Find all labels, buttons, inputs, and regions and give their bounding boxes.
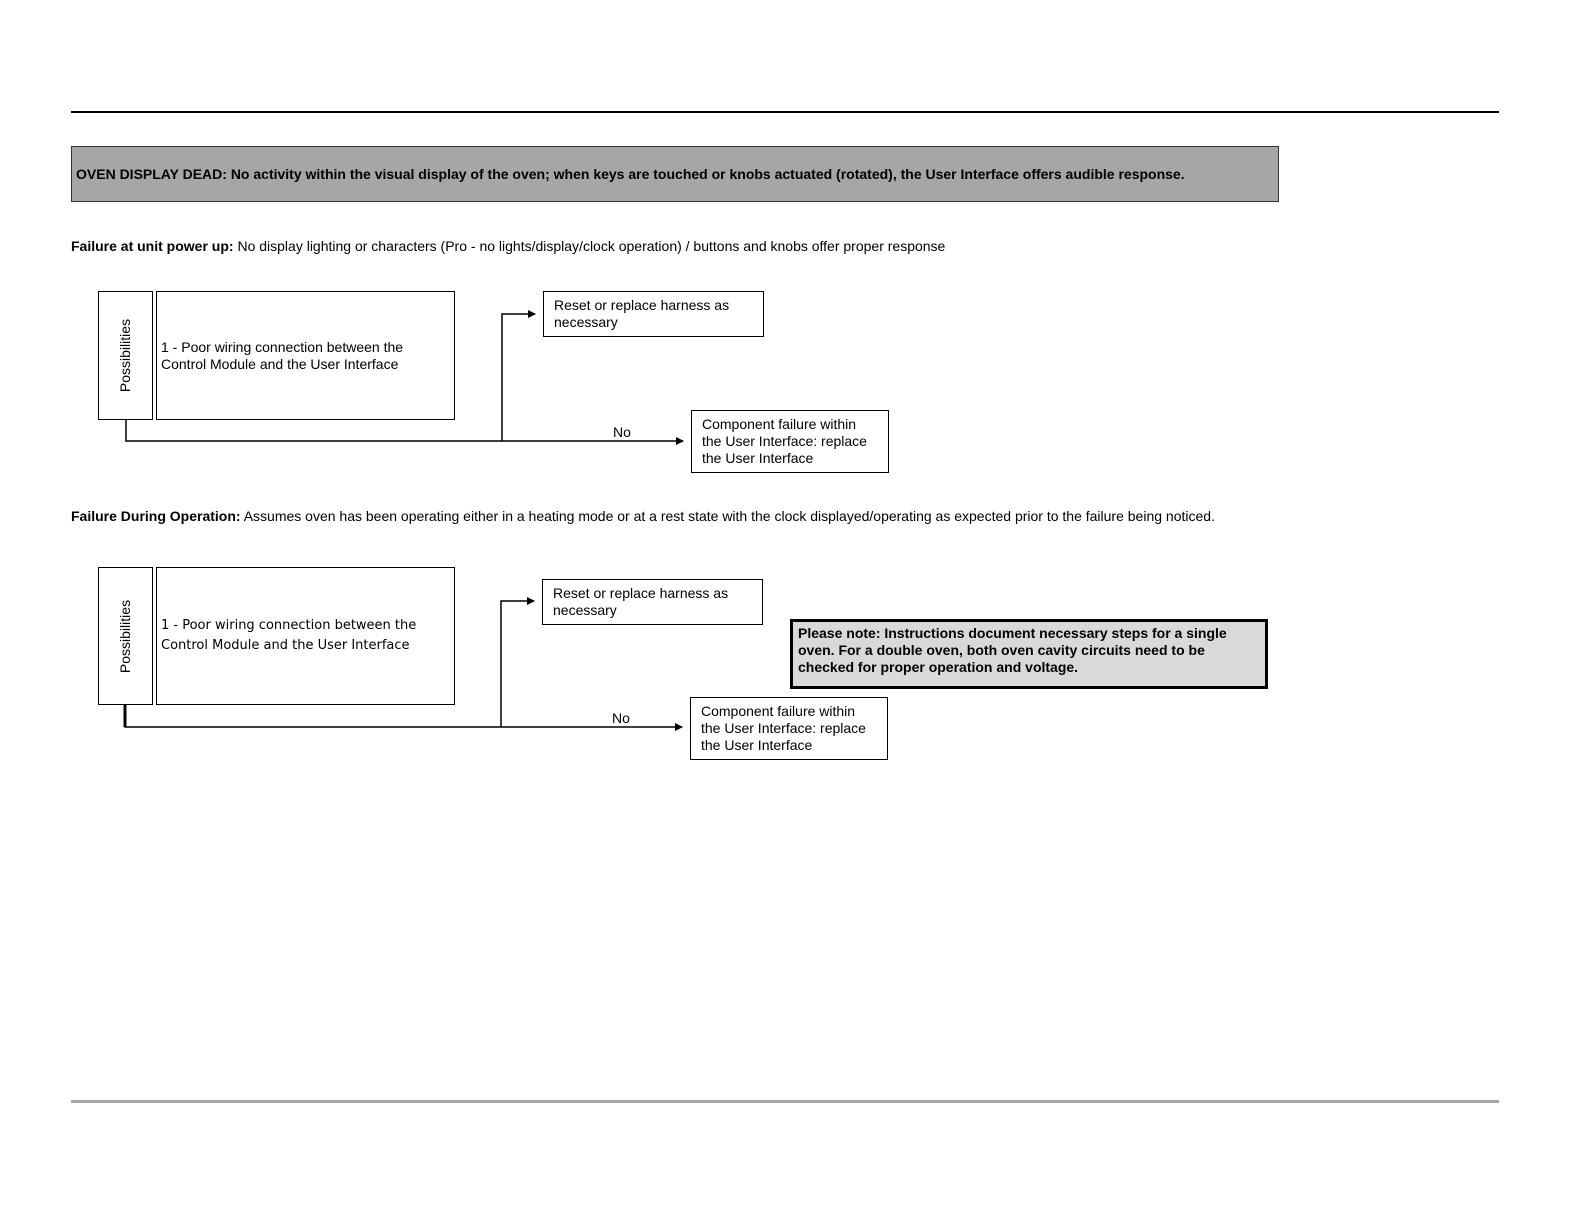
cause-text: 1 - Poor wiring connection between the C…: [161, 338, 404, 372]
action-text: Component failure within the User Interf…: [701, 703, 866, 753]
possibilities-label: Possibilities: [117, 318, 134, 393]
section-heading-bold: Failure at unit power up:: [71, 238, 234, 254]
possibilities-tab: Possibilities: [98, 291, 153, 420]
no-label: No: [613, 424, 631, 440]
section-heading-bold: Failure During Operation:: [71, 508, 241, 524]
connector-no-path: [125, 420, 684, 445]
possibilities-tab: Possibilities: [98, 567, 153, 705]
action-box-replace-ui: Component failure within the User Interf…: [691, 410, 889, 473]
connector-yes-path: [501, 310, 536, 441]
section-heading-during-operation: Failure During Operation: Assumes oven h…: [71, 508, 1215, 524]
cause-box: 1 - Poor wiring connection between the C…: [156, 291, 455, 420]
title-banner: OVEN DISPLAY DEAD: No activity within th…: [71, 146, 1279, 202]
action-text: Reset or replace harness as necessary: [553, 585, 729, 618]
action-text: Component failure within the User Interf…: [702, 416, 867, 466]
note-text: Please note: Instructions document neces…: [798, 625, 1227, 675]
action-box-reset-harness: Reset or replace harness as necessary: [543, 291, 764, 337]
cause-text: 1 - Poor wiring connection between the C…: [161, 618, 417, 653]
action-box-reset-harness: Reset or replace harness as necessary: [542, 579, 763, 625]
action-text: Reset or replace harness as necessary: [554, 297, 730, 330]
bottom-rule: [71, 1100, 1499, 1103]
cause-box: 1 - Poor wiring connection between the C…: [156, 567, 455, 705]
section-heading-text: Assumes oven has been operating either i…: [240, 508, 1215, 524]
connector-no-path: [124, 705, 683, 731]
no-label: No: [612, 710, 630, 726]
action-box-replace-ui: Component failure within the User Interf…: [690, 697, 888, 760]
section-heading-text: No display lighting or characters (Pro -…: [233, 238, 946, 254]
possibilities-label: Possibilities: [117, 599, 134, 673]
title-banner-text: OVEN DISPLAY DEAD: No activity within th…: [76, 166, 1185, 182]
top-rule: [71, 111, 1499, 113]
connector-yes-path: [500, 597, 535, 727]
note-box: Please note: Instructions document neces…: [790, 619, 1268, 689]
section-heading-power-up: Failure at unit power up: No display lig…: [71, 238, 945, 254]
